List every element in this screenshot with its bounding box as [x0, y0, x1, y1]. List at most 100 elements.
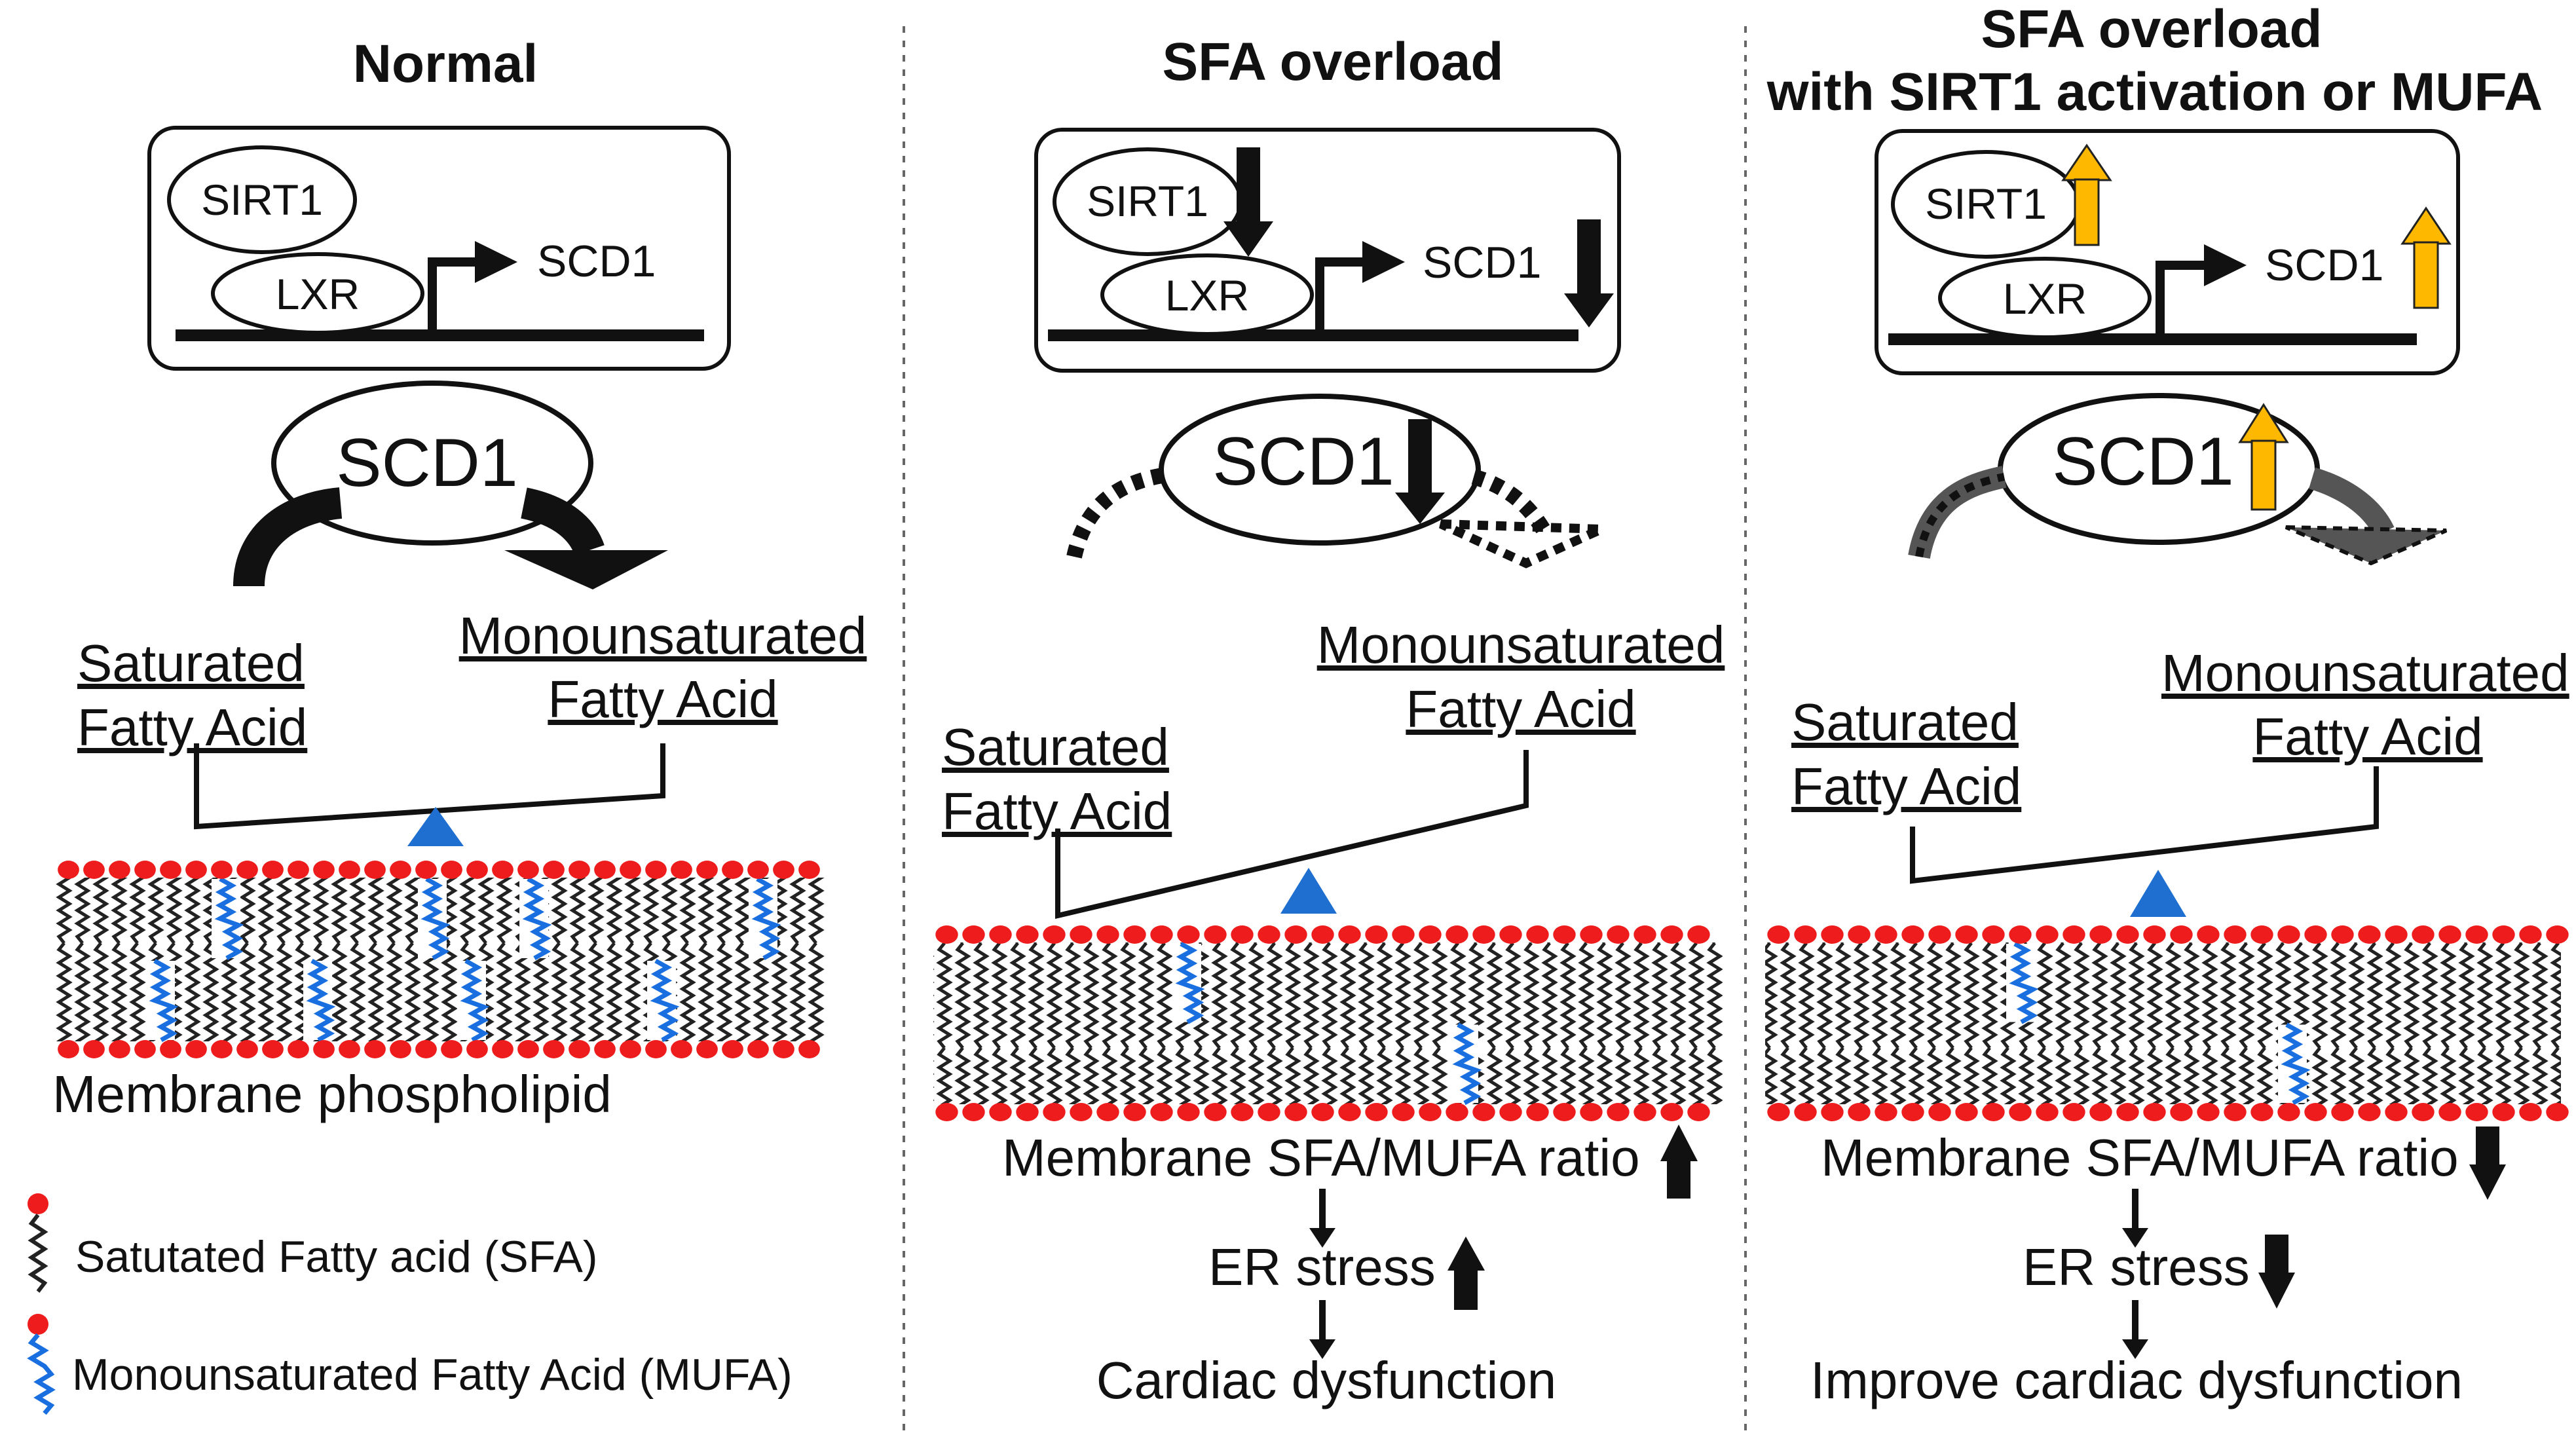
lipid-head-group [288, 861, 309, 879]
mufa-label-line2: Fatty Acid [2252, 707, 2482, 766]
lipid-head-group [543, 1040, 565, 1058]
lipid-head-group [1150, 1103, 1173, 1121]
lipid-head-group [339, 1040, 360, 1058]
up-arrow-scd1-gene [2400, 206, 2452, 309]
lipid-head-group [1338, 925, 1361, 944]
lipid-head-group [1258, 925, 1280, 944]
lipid-head-group [83, 861, 105, 879]
lipid-head-group [747, 1040, 769, 1058]
lipid-head-group [2465, 1103, 2488, 1121]
mufa-tail [420, 876, 451, 961]
lipid-head-group [1821, 1103, 1844, 1121]
lipid-head-group [1607, 1103, 1630, 1121]
lipid-head-group [1526, 1103, 1549, 1121]
sfa-tail-region [933, 942, 1723, 1024]
lipid-head-group [2519, 925, 2542, 944]
mufa-tail [1175, 941, 1205, 1024]
panel-sfa-overload: SFA overload SIRT1 LXR SCD1 SCD1 Monouns… [933, 32, 1725, 1409]
lipid-head-group [1633, 1103, 1656, 1121]
lipid-head-group [2519, 1103, 2542, 1121]
sirt1-label: SIRT1 [1925, 179, 2047, 228]
lipid-head-group [2546, 925, 2569, 944]
flow-arrow [2122, 1189, 2148, 1248]
lipid-head-group [1928, 1103, 1951, 1121]
lipid-head-group [185, 861, 207, 879]
lipid-head-group [671, 861, 692, 879]
lipid-head-group [2197, 1103, 2220, 1121]
lipid-head-group [211, 1040, 233, 1058]
conversion-arrow-out [2308, 467, 2395, 537]
lipid-head-group [1767, 1103, 1790, 1121]
lxr-oval [211, 252, 424, 335]
conversion-arrow-out [520, 487, 605, 556]
mufa-tail [460, 958, 490, 1043]
lipid-head-group [211, 861, 233, 879]
lipid-head-group [722, 1040, 743, 1058]
lipid-head-group [1982, 925, 2005, 944]
conversion-arrow-in-dashed [1066, 467, 1168, 559]
lipid-head-group [2036, 1103, 2059, 1121]
lipid-head-group [415, 861, 437, 879]
lipid-head-group [2036, 925, 2059, 944]
lipid-head-group [364, 861, 386, 879]
mufa-tail [306, 958, 336, 1043]
mufa-label-line1: Monounsaturated [2161, 644, 2569, 702]
balance-fulcrum [1280, 868, 1337, 914]
lipid-head-group [1580, 925, 1603, 944]
lipid-head-group [1499, 925, 1522, 944]
lipid-head-group [1526, 925, 1549, 944]
lipid-head-group [288, 1040, 309, 1058]
lipid-head-group [773, 861, 794, 879]
lipid-head-group [2170, 1103, 2193, 1121]
mufa-tail [214, 876, 244, 961]
legend-sfa-icon [28, 1193, 48, 1293]
down-arrow-ratio [2469, 1126, 2506, 1200]
legend-mufa-label: Monounsaturated Fatty Acid (MUFA) [72, 1350, 793, 1400]
lipid-head-group [2089, 925, 2112, 944]
lipid-head-group [2116, 1103, 2139, 1121]
lipid-head-group [1096, 1103, 1119, 1121]
lipid-head-group [798, 1040, 820, 1058]
lipid-head-group [1070, 925, 1092, 944]
lipid-head-group [962, 925, 985, 944]
sfa-tail-region [1765, 1023, 2561, 1104]
lipid-head-group [1311, 925, 1334, 944]
lipid-head-group [1284, 1103, 1307, 1121]
lipid-head-group [2546, 1103, 2569, 1121]
lipid-head-group [364, 1040, 386, 1058]
lipid-head-group [569, 861, 590, 879]
lipid-head-group [2465, 925, 2488, 944]
sfa-tail-region [56, 959, 825, 1041]
panel-sirt1-activation: SFA overload with SIRT1 activation or MU… [1765, 0, 2569, 1409]
lipid-head-group [1204, 1103, 1227, 1121]
balance-beam [1910, 766, 2379, 884]
sirt1-label: SIRT1 [201, 176, 323, 224]
lipid-head-group [1687, 1103, 1710, 1121]
up-arrow-ratio [1660, 1125, 1698, 1199]
down-arrow-scd1-gene [1564, 219, 1614, 327]
lipid-head-group [339, 861, 360, 879]
lipid-head-group [1446, 925, 1468, 944]
lipid-head-group [2412, 925, 2435, 944]
lipid-head-group [1660, 925, 1683, 944]
lipid-head-group [1419, 1103, 1442, 1121]
lipid-head-group [1231, 925, 1254, 944]
promoter-arrow [1315, 257, 1366, 333]
lipid-head-group [1204, 925, 1227, 944]
gene-regulation-box [147, 126, 731, 371]
lipid-head-group [1231, 1103, 1254, 1121]
outcome-text: Cardiac dysfunction [1096, 1351, 1557, 1409]
lxr-label: LXR [2003, 274, 2087, 323]
mufa-tail [1452, 1022, 1482, 1106]
lipid-head-group [1928, 925, 1951, 944]
lipid-head-group [236, 1040, 258, 1058]
lxr-label: LXR [1165, 271, 1249, 320]
lipid-head-group [1848, 1103, 1871, 1121]
lipid-head-group [1446, 1103, 1468, 1121]
down-arrow-scd1-enzyme [1395, 419, 1445, 524]
lipid-head-group [1848, 925, 1871, 944]
lipid-head-group [962, 1103, 985, 1121]
lipid-head-group [109, 1040, 130, 1058]
lipid-head-group [466, 861, 488, 879]
